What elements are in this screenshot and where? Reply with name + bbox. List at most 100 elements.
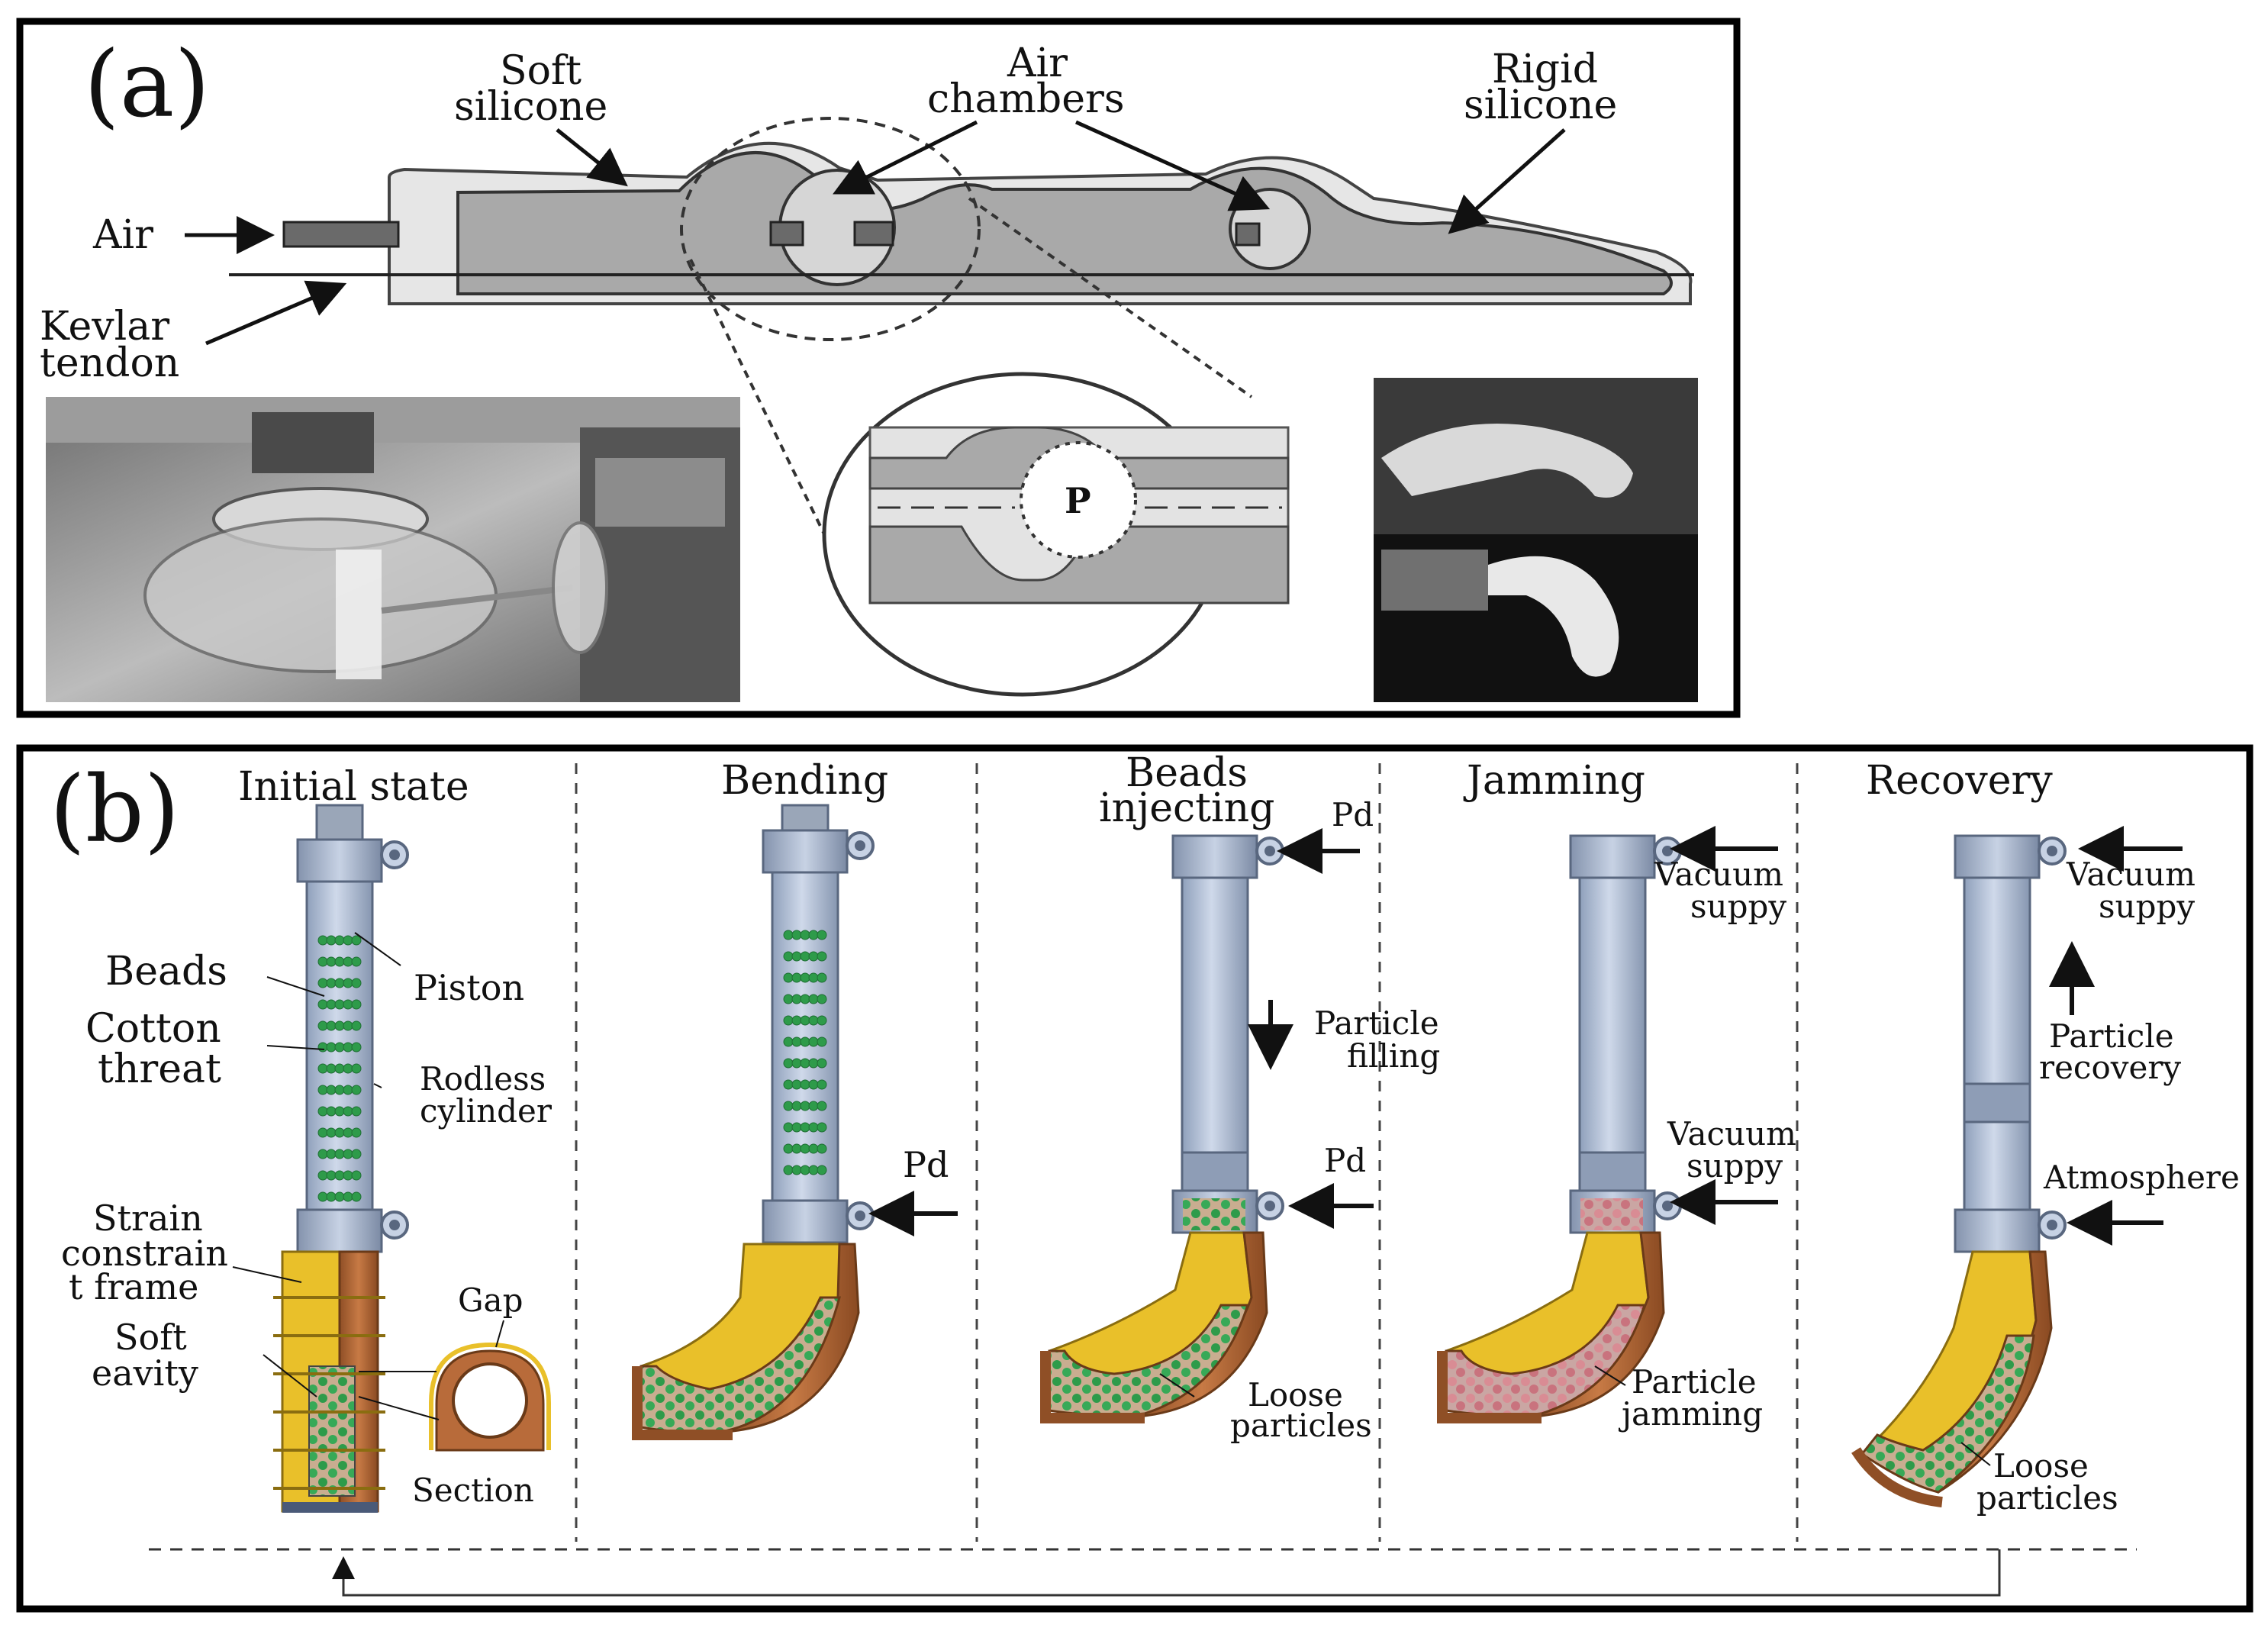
- stage-title-beads-injecting-1: Beads: [1126, 750, 1248, 796]
- bead-row: [317, 1170, 362, 1181]
- zoomed-chamber-detail: P: [822, 372, 1290, 697]
- label-kevlar-1: Kevlar: [40, 304, 169, 350]
- label-particle-filling-1: Particle: [1314, 1004, 1439, 1042]
- stage-title-beads-injecting-2: injecting: [1099, 785, 1274, 831]
- label-section: Section: [412, 1472, 534, 1509]
- label-pd-bottom: Pd: [1324, 1142, 1366, 1179]
- cycle-return-arrow: [332, 1549, 2001, 1597]
- arrow-jamming: [1594, 1365, 1626, 1386]
- label-particle-jamming-2: jamming: [1618, 1395, 1763, 1433]
- zoom-circle: [680, 117, 981, 341]
- arrow-beads: [266, 976, 325, 997]
- bead-row: [317, 956, 362, 967]
- arrow-air-chamber-1: [833, 120, 978, 195]
- label-cotton-2: threat: [98, 1046, 221, 1092]
- bead-row: [317, 978, 362, 988]
- zoom-line-right: [968, 197, 1253, 398]
- label-air: Air: [92, 212, 153, 258]
- label-rigid-silicone-1: Rigid: [1492, 47, 1598, 92]
- panel-b: (b) Initial state Bending Beads injectin…: [16, 744, 2254, 1613]
- bead-rows-initial: [317, 935, 362, 1202]
- label-particle-recovery-1: Particle: [2049, 1017, 2174, 1055]
- bead-row: [317, 1063, 362, 1074]
- panel-b-letter: (b): [50, 757, 179, 863]
- bead-row: [783, 1079, 827, 1090]
- label-pressure: P: [1065, 480, 1091, 521]
- bead-row: [783, 951, 827, 962]
- bead-row: [317, 1106, 362, 1117]
- label-vacuum-top-4-2: suppy: [1690, 888, 1786, 925]
- label-rigid-silicone-2: silicone: [1464, 82, 1617, 128]
- arrow-kevlar: [205, 280, 347, 346]
- bead-row: [783, 1143, 827, 1154]
- arrow-rodless: [373, 1083, 382, 1088]
- bead-row: [783, 972, 827, 983]
- bead-row: [317, 1127, 362, 1138]
- label-strain-2: constrain: [61, 1233, 228, 1274]
- bead-row: [317, 1191, 362, 1202]
- air-channel-inner: [769, 221, 804, 247]
- label-particle-recovery-2: recovery: [2039, 1049, 2181, 1086]
- arrow-soft-eavity: [263, 1354, 317, 1398]
- air-channel: [282, 221, 400, 248]
- label-cotton-1: Cotton: [85, 1006, 221, 1052]
- panel-a-letter: (a): [84, 32, 210, 138]
- label-vacuum-bottom-4-2: suppy: [1687, 1147, 1783, 1185]
- bead-row: [783, 1015, 827, 1026]
- bead-row: [317, 999, 362, 1010]
- label-vacuum-bottom-4-1: Vacuum: [1667, 1115, 1796, 1152]
- stage-title-recovery: Recovery: [1866, 758, 2053, 804]
- stage-title-initial-state: Initial state: [238, 764, 469, 810]
- label-rodless-2: cylinder: [420, 1092, 553, 1130]
- arrow-rigid-silicone: [1448, 128, 1566, 234]
- arrow-gap: [495, 1320, 504, 1348]
- bead-row: [317, 1042, 362, 1053]
- bead-row: [783, 1122, 827, 1133]
- arrow-loose-5: [1960, 1442, 1991, 1466]
- label-strain-1: Strain: [93, 1198, 203, 1239]
- bead-row: [783, 1058, 827, 1069]
- label-soft-silicone-1: Soft: [500, 48, 581, 94]
- air-channel-inner-3: [1235, 222, 1261, 247]
- label-soft-silicone-2: silicone: [454, 84, 607, 130]
- label-particle-jamming-1: Particle: [1632, 1363, 1757, 1401]
- label-loose-particles-5-2: particles: [1976, 1479, 2118, 1517]
- label-vacuum-5-1: Vacuum: [2066, 856, 2196, 893]
- bead-rows-bending: [783, 930, 827, 1175]
- bead-row: [317, 1085, 362, 1095]
- zoom-line-left: [689, 259, 830, 543]
- label-beads: Beads: [105, 949, 227, 995]
- arrow-strain: [232, 1266, 302, 1283]
- arrow-soft-silicone: [556, 128, 628, 187]
- label-atmosphere: Atmosphere: [2043, 1159, 2240, 1196]
- panel-a: (a) Soft silicone Air chambers Rigid sil…: [16, 18, 1741, 718]
- bead-row: [317, 1149, 362, 1159]
- bead-row: [783, 1101, 827, 1111]
- label-strain-3: t frame: [69, 1266, 198, 1307]
- device-beads-injecting: [1040, 834, 1284, 1423]
- label-pd-bending: Pd: [903, 1144, 949, 1185]
- label-particle-filling-2: filling: [1347, 1037, 1440, 1075]
- photo-finger-bending: [1374, 378, 1698, 702]
- label-rodless-1: Rodless: [420, 1060, 546, 1098]
- arrow-cotton: [266, 1045, 325, 1050]
- photo-gripper-holding-glass: [46, 397, 740, 702]
- bead-row: [783, 1036, 827, 1047]
- label-loose-particles-3-2: particles: [1230, 1407, 1372, 1444]
- device-bending: [632, 804, 875, 1440]
- air-channel-inner-2: [853, 221, 894, 247]
- label-gap: Gap: [458, 1281, 523, 1319]
- label-kevlar-2: tendon: [40, 340, 179, 386]
- stage-title-jamming: Jamming: [1463, 758, 1645, 804]
- arrow-air-chamber-2: [1074, 120, 1271, 211]
- bead-row: [317, 1020, 362, 1031]
- label-soft-eavity-2: eavity: [92, 1352, 198, 1394]
- label-soft-eavity-1: Soft: [114, 1317, 187, 1358]
- bead-row: [317, 935, 362, 946]
- label-pd-top: Pd: [1332, 796, 1374, 833]
- label-air-chambers-1: Air: [1007, 40, 1068, 86]
- label-vacuum-5-2: suppy: [2099, 888, 2195, 925]
- label-piston: Piston: [414, 967, 524, 1008]
- stage-title-bending: Bending: [721, 758, 888, 804]
